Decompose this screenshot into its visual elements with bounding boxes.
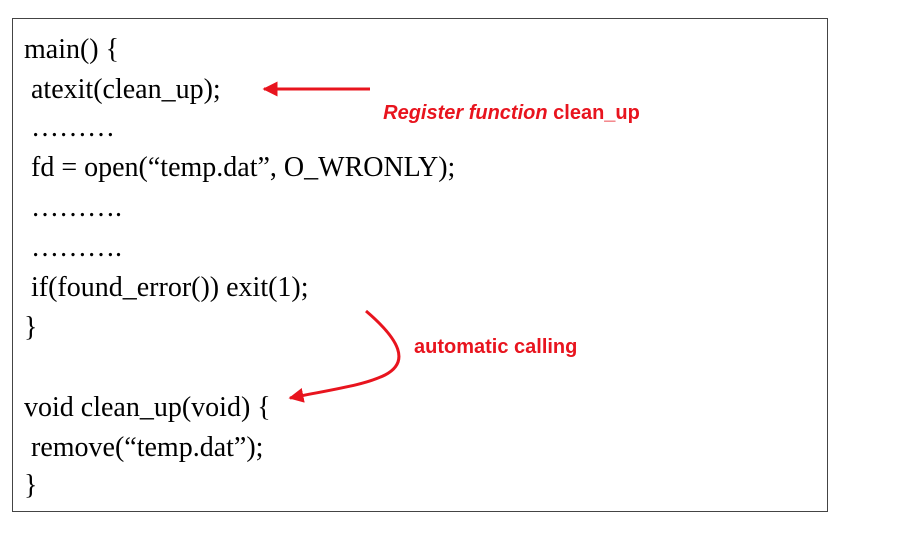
code-line-atexit: atexit(clean_up);	[24, 74, 221, 105]
code-line-open: fd = open(“temp.dat”, O_WRONLY);	[24, 152, 456, 183]
code-line-main: main() {	[24, 34, 120, 65]
code-line-ellipsis-1: ………	[24, 112, 115, 143]
automatic-calling-arrow	[288, 309, 401, 403]
code-frame	[12, 18, 828, 512]
code-line-ellipsis-2: ……….	[24, 192, 122, 223]
code-line-cleanup-decl: void clean_up(void) {	[24, 392, 271, 423]
register-annotation-prefix: Register function	[383, 102, 554, 124]
code-line-ellipsis-3: ……….	[24, 232, 122, 263]
code-line-close-cleanup: }	[24, 470, 38, 501]
register-annotation-function: clean_up	[553, 102, 640, 124]
code-line-close-main: }	[24, 312, 38, 343]
automatic-calling-annotation: automatic calling	[414, 336, 578, 358]
register-annotation: Register function clean_up	[372, 77, 640, 125]
code-line-remove: remove(“temp.dat”);	[24, 432, 264, 463]
code-line-exit: if(found_error()) exit(1);	[24, 272, 309, 303]
